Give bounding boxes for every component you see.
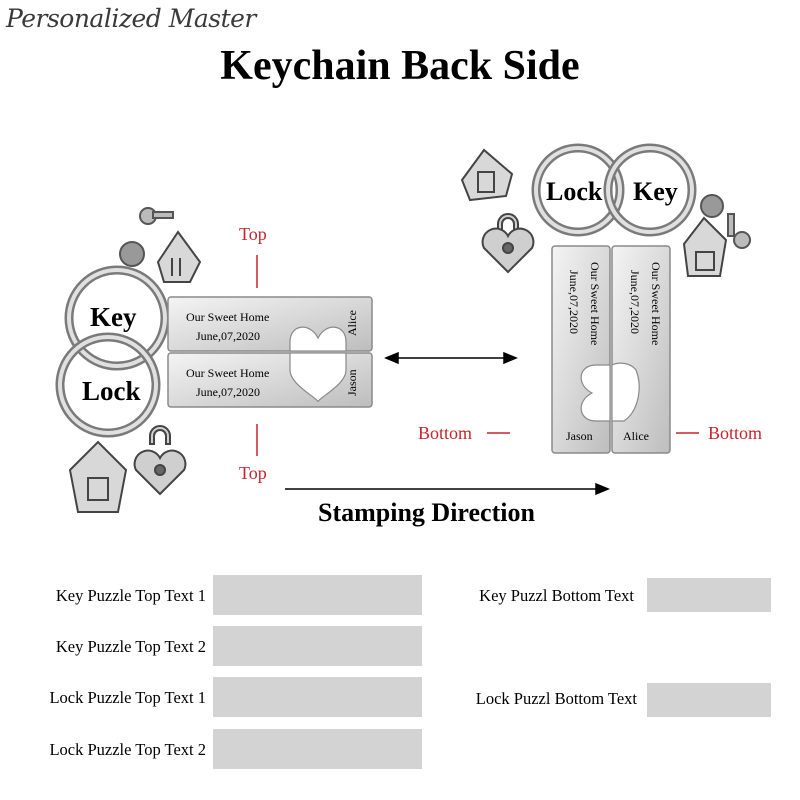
left-lock-tag-line2: June,07,2020 (196, 385, 260, 399)
right-key-tag-line2: June,07,2020 (628, 270, 642, 334)
left-key-tag: Our Sweet Home June,07,2020 Alice (167, 296, 373, 352)
right-key-ring (603, 143, 697, 237)
right-key-tag-name: Alice (623, 429, 649, 443)
left-lock-tag: Our Sweet Home June,07,2020 Jason (167, 352, 373, 408)
right-lock-tag-line2: June,07,2020 (567, 270, 581, 334)
key-bottom-text-input[interactable] (647, 578, 771, 612)
key-bottom-text-label: Key Puzzl Bottom Text (479, 586, 634, 605)
double-arrow-icon (384, 351, 518, 365)
right-key-tag: Our Sweet Home June,07,2020 Alice (611, 245, 671, 454)
right-lock-tag-line1: Our Sweet Home (588, 262, 602, 345)
right-lock-ring (531, 143, 625, 237)
lock-bottom-text-label: Lock Puzzl Bottom Text (475, 689, 637, 708)
right-lock-ring-label: Lock (546, 177, 603, 206)
heart-lock-charm-icon (133, 425, 187, 496)
right-house-charm-icon (460, 148, 514, 202)
left-lock-ring-label: Lock (82, 376, 141, 406)
key-top-text1-input[interactable] (213, 575, 422, 615)
left-key-tag-name: Alice (345, 310, 359, 336)
house-charm-icon (156, 230, 202, 283)
left-key-tag-line2: June,07,2020 (196, 329, 260, 343)
lock-top-text1-label: Lock Puzzle Top Text 1 (49, 688, 206, 707)
right-house-charm-lower-icon (682, 216, 728, 277)
key-top-text2-label: Key Puzzle Top Text 2 (55, 637, 206, 656)
stamping-direction-label: Stamping Direction (318, 498, 535, 527)
left-lock-tag-name: Jason (345, 369, 359, 396)
right-heart-lock-charm-icon (481, 213, 535, 274)
lock-top-text1-input[interactable] (213, 677, 422, 717)
stamping-arrow-icon (285, 482, 610, 496)
lock-top-text2-input[interactable] (213, 729, 422, 769)
top-label-upper: Top (239, 224, 267, 244)
left-key-ring-label: Key (90, 302, 137, 332)
right-key-charm-icon (700, 194, 751, 249)
right-lock-tag: Our Sweet Home June,07,2020 Jason (551, 245, 611, 454)
right-lock-tag-name: Jason (566, 429, 593, 443)
left-lock-ring (55, 332, 161, 438)
bottom-label-right: Bottom (708, 423, 762, 443)
key-top-text1-label: Key Puzzle Top Text 1 (55, 586, 206, 605)
lock-bottom-text-input[interactable] (647, 683, 771, 717)
house-charm-lower-icon (68, 440, 128, 513)
lock-top-text2-label: Lock Puzzle Top Text 2 (49, 740, 206, 759)
right-key-ring-label: Key (633, 177, 678, 206)
right-key-tag-line1: Our Sweet Home (649, 262, 663, 345)
bottom-label-left: Bottom (418, 423, 472, 443)
left-key-tag-line1: Our Sweet Home (186, 310, 269, 324)
key-charm-icon (119, 207, 174, 267)
left-lock-tag-line1: Our Sweet Home (186, 366, 269, 380)
key-top-text2-input[interactable] (213, 626, 422, 666)
page-title: Keychain Back Side (220, 43, 580, 89)
left-key-ring (64, 265, 170, 371)
top-label-lower: Top (239, 463, 267, 483)
brand-logo-text: Personalized Master (6, 4, 256, 33)
